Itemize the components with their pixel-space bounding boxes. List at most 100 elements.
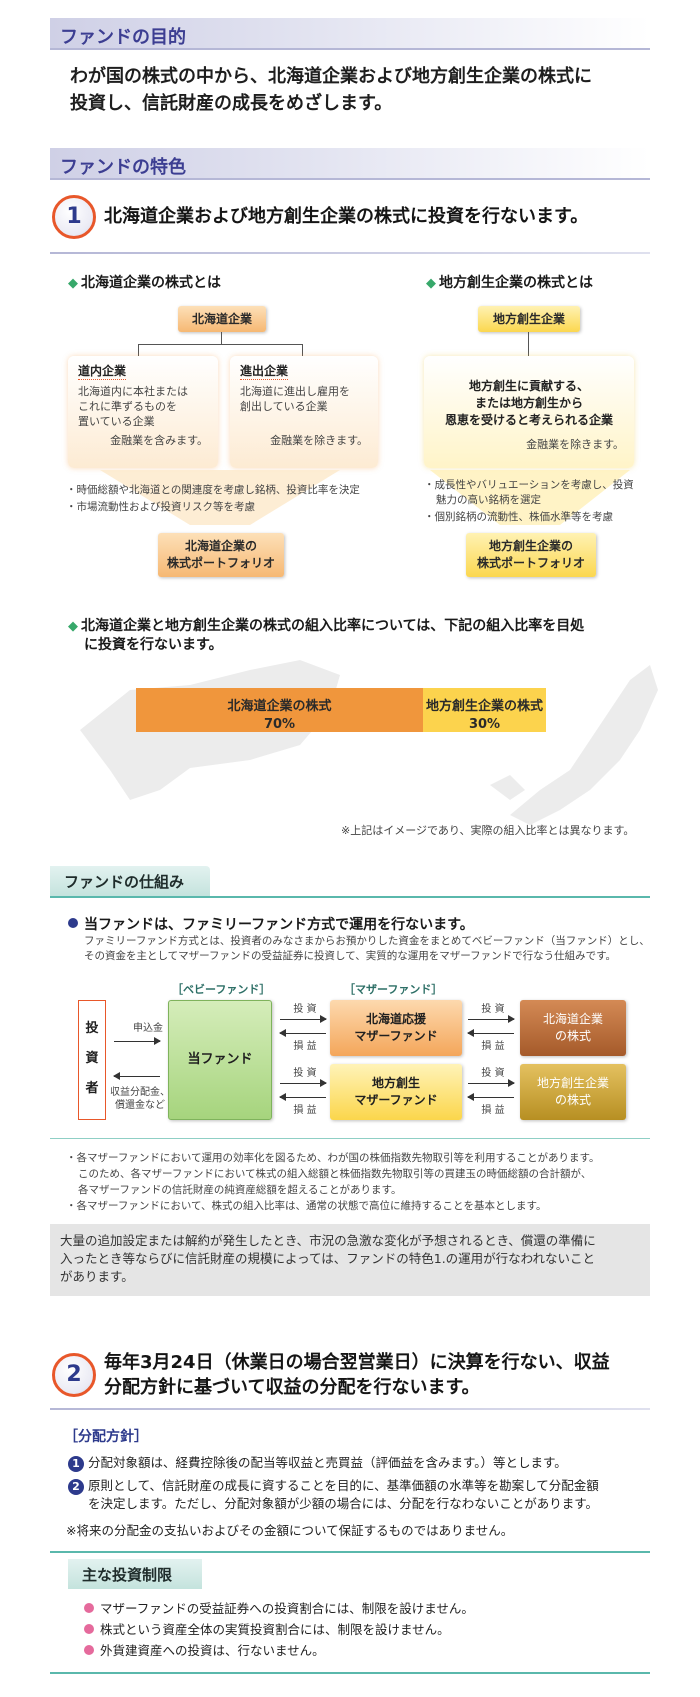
regional-mother-fund-box: 地方創生 マザーファンド [330,1064,462,1120]
feature-2-divider [50,1408,650,1410]
mother-fund-label: ［マザーファンド］ [344,983,443,996]
mechanism-note-4: 各マザーファンドにおいて、株式の組入比率は、通常の状態で高位に維持することを基本… [76,1200,547,1212]
local-company-desc-3: 置いている企業 [78,415,155,428]
baby-fund-box: 当ファンド [168,1000,272,1120]
regional-bullet-2: ・個別銘柄の流動性、株価水準等を考慮 [424,511,614,523]
limits-item-text: 株式という資産全体の実質投資割合には、制限を設けません。 [100,1622,450,1637]
feature-1-divider [50,252,650,254]
arrow-left-icon [467,1029,514,1037]
subscription-label: 申込金 [133,1023,163,1034]
regional-mother-fund-line-1: 地方創生 [371,1076,420,1090]
mechanism-note-2: このため、各マザーファンドにおいて株式の組入総額と株価指数先物取引等の買建玉の時… [78,1168,592,1180]
ratio-bar-regional-label: 地方創生企業の株式 [425,699,543,714]
regional-company-desc-2: または地方創生から [474,396,583,410]
caution-line-2: 入ったとき等ならびに信託財産の規模によっては、ファンドの特色1.の運用が行なわれ… [60,1251,596,1266]
local-company-desc-1: 北海道内に本社または [78,385,188,398]
hokkaido-stock-line-1: 北海道企業 [542,1012,603,1026]
investor-char-2: 資 [85,1051,99,1066]
distribution-label: 収益分配金、 償還金など [110,1086,170,1112]
investor-box: 投 資 者 [78,1000,106,1120]
ratio-bar-regional-value: 30% [468,717,501,732]
feature-number-2: 2 [52,1353,96,1397]
limits-list: マザーファンドの受益証券への投資割合には、制限を設けません。 株式という資産全体… [84,1598,474,1661]
ratio-heading: ◆北海道企業と地方創生企業の株式の組入比率については、下記の組入比率を目処 に投… [68,617,658,655]
regional-bullet-1-text-b: 魅力の高い銘柄を選定 [436,494,541,506]
hokkaido-portfolio-line-1: 北海道企業の [184,539,257,553]
ratio-bar-hokkaido-value: 70% [263,717,296,732]
arrow-right-icon [114,1037,161,1045]
mechanism-lead: 当ファンドは、ファミリーファンド方式で運用を行ないます。 [68,914,474,934]
mechanism-description: ファミリーファンド方式とは、投資者のみなさまからお預かりした資金をまとめてベビー… [84,934,650,964]
hokkaido-portfolio-box: 北海道企業の 株式ポートフォリオ [158,533,284,577]
limits-item: 株式という資産全体の実質投資割合には、制限を設けません。 [84,1619,474,1640]
arrow-right-icon [468,1079,515,1087]
limits-item-text: マザーファンドの受益証券への投資割合には、制限を設けません。 [100,1601,474,1616]
mechanism-note-3: 各マザーファンドの信託財産の純資産総額を超えることがあります。 [78,1184,402,1196]
regional-portfolio-line-2: 株式ポートフォリオ [476,556,585,570]
distribution-policy-heading: ［分配方針］ [64,1429,148,1445]
hokkaido-bullet-2-text: 市場流動性および投資リスク等を考慮 [76,501,256,513]
bullet-dot-icon [84,1624,94,1634]
entering-company-box: 進出企業 北海道に進出し雇用を 創出している企業 金融業を除きます。 [230,356,378,468]
bullet-dot-icon [68,918,78,928]
pl-label: 損 益 [481,1041,505,1052]
arrow-left-icon [279,1093,326,1101]
number-2-icon: 2 [68,1479,84,1495]
regional-company-desc-1: 地方創生に貢献する、 [468,379,589,393]
purpose-line-1: わが国の株式の中から、北海道企業および地方創生企業の株式に [70,66,592,87]
mechanism-desc-2: その資金を主としてマザーファンドの受益証券に投資して、実質的な運用をマザーファン… [84,950,617,962]
limits-heading: 主な投資制限 [68,1559,202,1589]
features-heading: ファンドの特色 [50,148,650,180]
hokkaido-bullet-1-text: 時価総額や北海道との関連度を考慮し銘柄、投資比率を決定 [76,484,360,496]
purpose-heading: ファンドの目的 [50,18,650,50]
hokkaido-mother-fund-box: 北海道応援 マザーファンド [330,1000,462,1056]
regional-mother-fund-line-2: マザーファンド [354,1093,438,1107]
feature-2-title: 毎年3月24日（休業日の場合翌営業日）に決算を行ない、収益 分配方針に基づいて収… [104,1350,610,1400]
local-company-title: 道内企業 [78,364,127,380]
number-1-icon: 1 [68,1456,84,1472]
regional-stock-line-1: 地方創生企業 [536,1076,609,1090]
hokkaido-portfolio-line-2: 株式ポートフォリオ [166,556,275,570]
connector-line [221,332,222,344]
ratio-heading-line-2: に投資を行ないます。 [84,637,223,653]
arrow-left-icon [279,1029,326,1037]
japan-map-illustration [80,660,658,825]
local-company-desc-2: これに準ずるものを [78,400,177,413]
local-company-box: 道内企業 北海道内に本社または これに準ずるものを 置いている企業 金融業を含み… [68,356,218,468]
policy-item-1: 1 分配対象額は、経費控除後の配当等収益と売買益（評価益を含みます。）等とします。 [68,1452,567,1472]
hokkaido-mother-fund-line-2: マザーファンド [354,1029,438,1043]
ratio-bar-hokkaido: 北海道企業の株式 70% [136,688,423,732]
policy-item-1-text: 分配対象額は、経費控除後の配当等収益と売買益（評価益を含みます。）等とします。 [88,1455,567,1470]
regional-bullet-1: ・成長性やバリュエーションを考慮し、投資 [424,479,634,491]
regional-stock-heading-text: 地方創生企業の株式とは [439,275,593,291]
arrow-right-icon [280,1015,327,1023]
entering-company-title: 進出企業 [240,364,289,380]
distribution-label-2: 償還金など [115,1100,165,1111]
investor-char-1: 投 [85,1021,99,1036]
regional-portfolio-box: 地方創生企業の 株式ポートフォリオ [466,533,596,577]
ratio-note: ※上記はイメージであり、実際の組入比率とは異なります。 [341,824,635,837]
regional-bullet-2-text: 個別銘柄の流動性、株価水準等を考慮 [434,511,614,523]
ratio-bar-hokkaido-label: 北海道企業の株式 [227,699,332,714]
entering-company-note: 金融業を除きます。 [270,434,368,447]
purpose-line-2: 投資し、信託財産の成長をめざします。 [70,93,393,114]
feature-1-title: 北海道企業および地方創生企業の株式に投資を行ないます。 [104,206,589,227]
hokkaido-bullet-2: ・市場流動性および投資リスク等を考慮 [66,501,256,513]
feature-number-1: 1 [52,195,96,239]
bullet-dot-icon [84,1603,94,1613]
purpose-text: わが国の株式の中から、北海道企業および地方創生企業の株式に 投資し、信託財産の成… [70,63,660,117]
mechanism-rule [50,896,650,898]
feature-2-title-line-2: 分配方針に基づいて収益の分配を行ないます。 [104,1377,480,1398]
limits-item: 外貨建資産への投資は、行ないません。 [84,1640,474,1661]
regional-bullet-1-text-a: 成長性やバリュエーションを考慮し、投資 [434,479,634,491]
connector-line [138,344,302,345]
pl-label: 損 益 [293,1105,317,1116]
regional-stock-heading: ◆地方創生企業の株式とは [426,272,593,292]
ratio-bar-regional: 地方創生企業の株式 30% [423,688,546,732]
mechanism-desc-1: ファミリーファンド方式とは、投資者のみなさまからお預かりした資金をまとめてベビー… [84,935,650,947]
mechanism-note-1: 各マザーファンドにおいて運用の効率化を図るため、わが国の株価指数先物取引等を利用… [76,1152,600,1164]
pl-label: 損 益 [293,1041,317,1052]
arrow-right-icon [468,1015,515,1023]
regional-portfolio-line-1: 地方創生企業の [488,539,573,553]
